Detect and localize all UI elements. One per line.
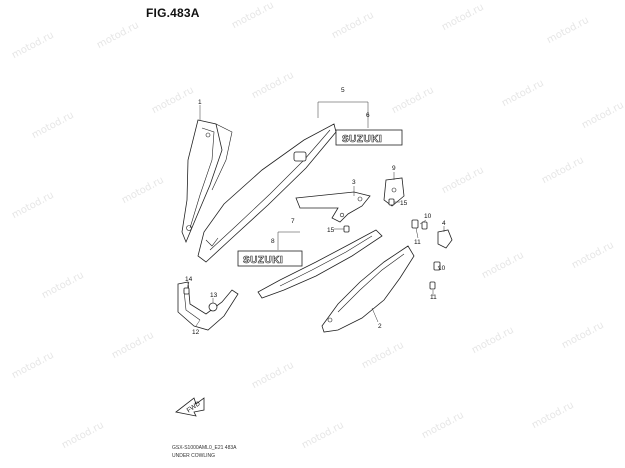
part-2-under-cowling [321, 245, 415, 333]
emblem-upper-text: SUZUKI [342, 134, 382, 145]
grommet-10-upper [411, 219, 419, 229]
figure-title: FIG.483A [146, 6, 200, 20]
emblem-upper: SUZUKI [335, 129, 403, 146]
bolt-15-right [388, 198, 395, 206]
screw-10-upper [421, 221, 428, 230]
upper-panel-slot [293, 151, 307, 162]
callout-1: 1 [198, 99, 202, 106]
callout-2: 2 [378, 323, 382, 330]
emblem-lower: SUZUKI [237, 250, 303, 267]
callout-4: 4 [442, 220, 446, 227]
part-5-upper-side-cover [197, 123, 337, 263]
callout-13: 13 [210, 292, 218, 299]
callout-8: 8 [271, 238, 275, 245]
callout-15-left: 15 [327, 227, 335, 234]
callout-10-lower: 10 [438, 265, 446, 272]
callout-9: 9 [392, 165, 396, 172]
part-7-lower-side-cover [257, 229, 383, 299]
callout-14: 14 [185, 276, 193, 283]
callout-12: 12 [192, 329, 200, 336]
part-12-bracket [177, 281, 239, 331]
callout-11-lower: 11 [430, 294, 437, 301]
callout-numbers: 1 2 3 4 5 6 7 8 9 10 11 10 11 12 13 14 1… [185, 87, 446, 336]
callout-6: 6 [366, 112, 370, 119]
callout-10-upper: 10 [424, 213, 432, 220]
figure-caption: UNDER COWLING [172, 453, 216, 459]
part-1-front-cowling [181, 119, 233, 244]
figure-code: GSX-S1000AML0_E21 483A [172, 445, 237, 451]
callout-11-upper: 11 [414, 239, 421, 246]
emblem-lower-text: SUZUKI [243, 255, 283, 266]
screw-14 [183, 287, 190, 295]
leader-lines [186, 101, 445, 327]
bolt-15-left [343, 225, 350, 233]
callout-15-right: 15 [400, 200, 408, 207]
fasteners [183, 198, 441, 312]
callout-3: 3 [352, 179, 356, 186]
callout-7: 7 [291, 218, 295, 225]
callout-5: 5 [341, 87, 345, 94]
nut-13 [208, 302, 218, 312]
grommet-10-lower [433, 261, 441, 271]
part-3-bracket [295, 191, 371, 223]
fwd-arrow-icon: FWD [175, 397, 205, 417]
part-4-clip [437, 229, 453, 249]
screw-11-lower [429, 281, 436, 290]
